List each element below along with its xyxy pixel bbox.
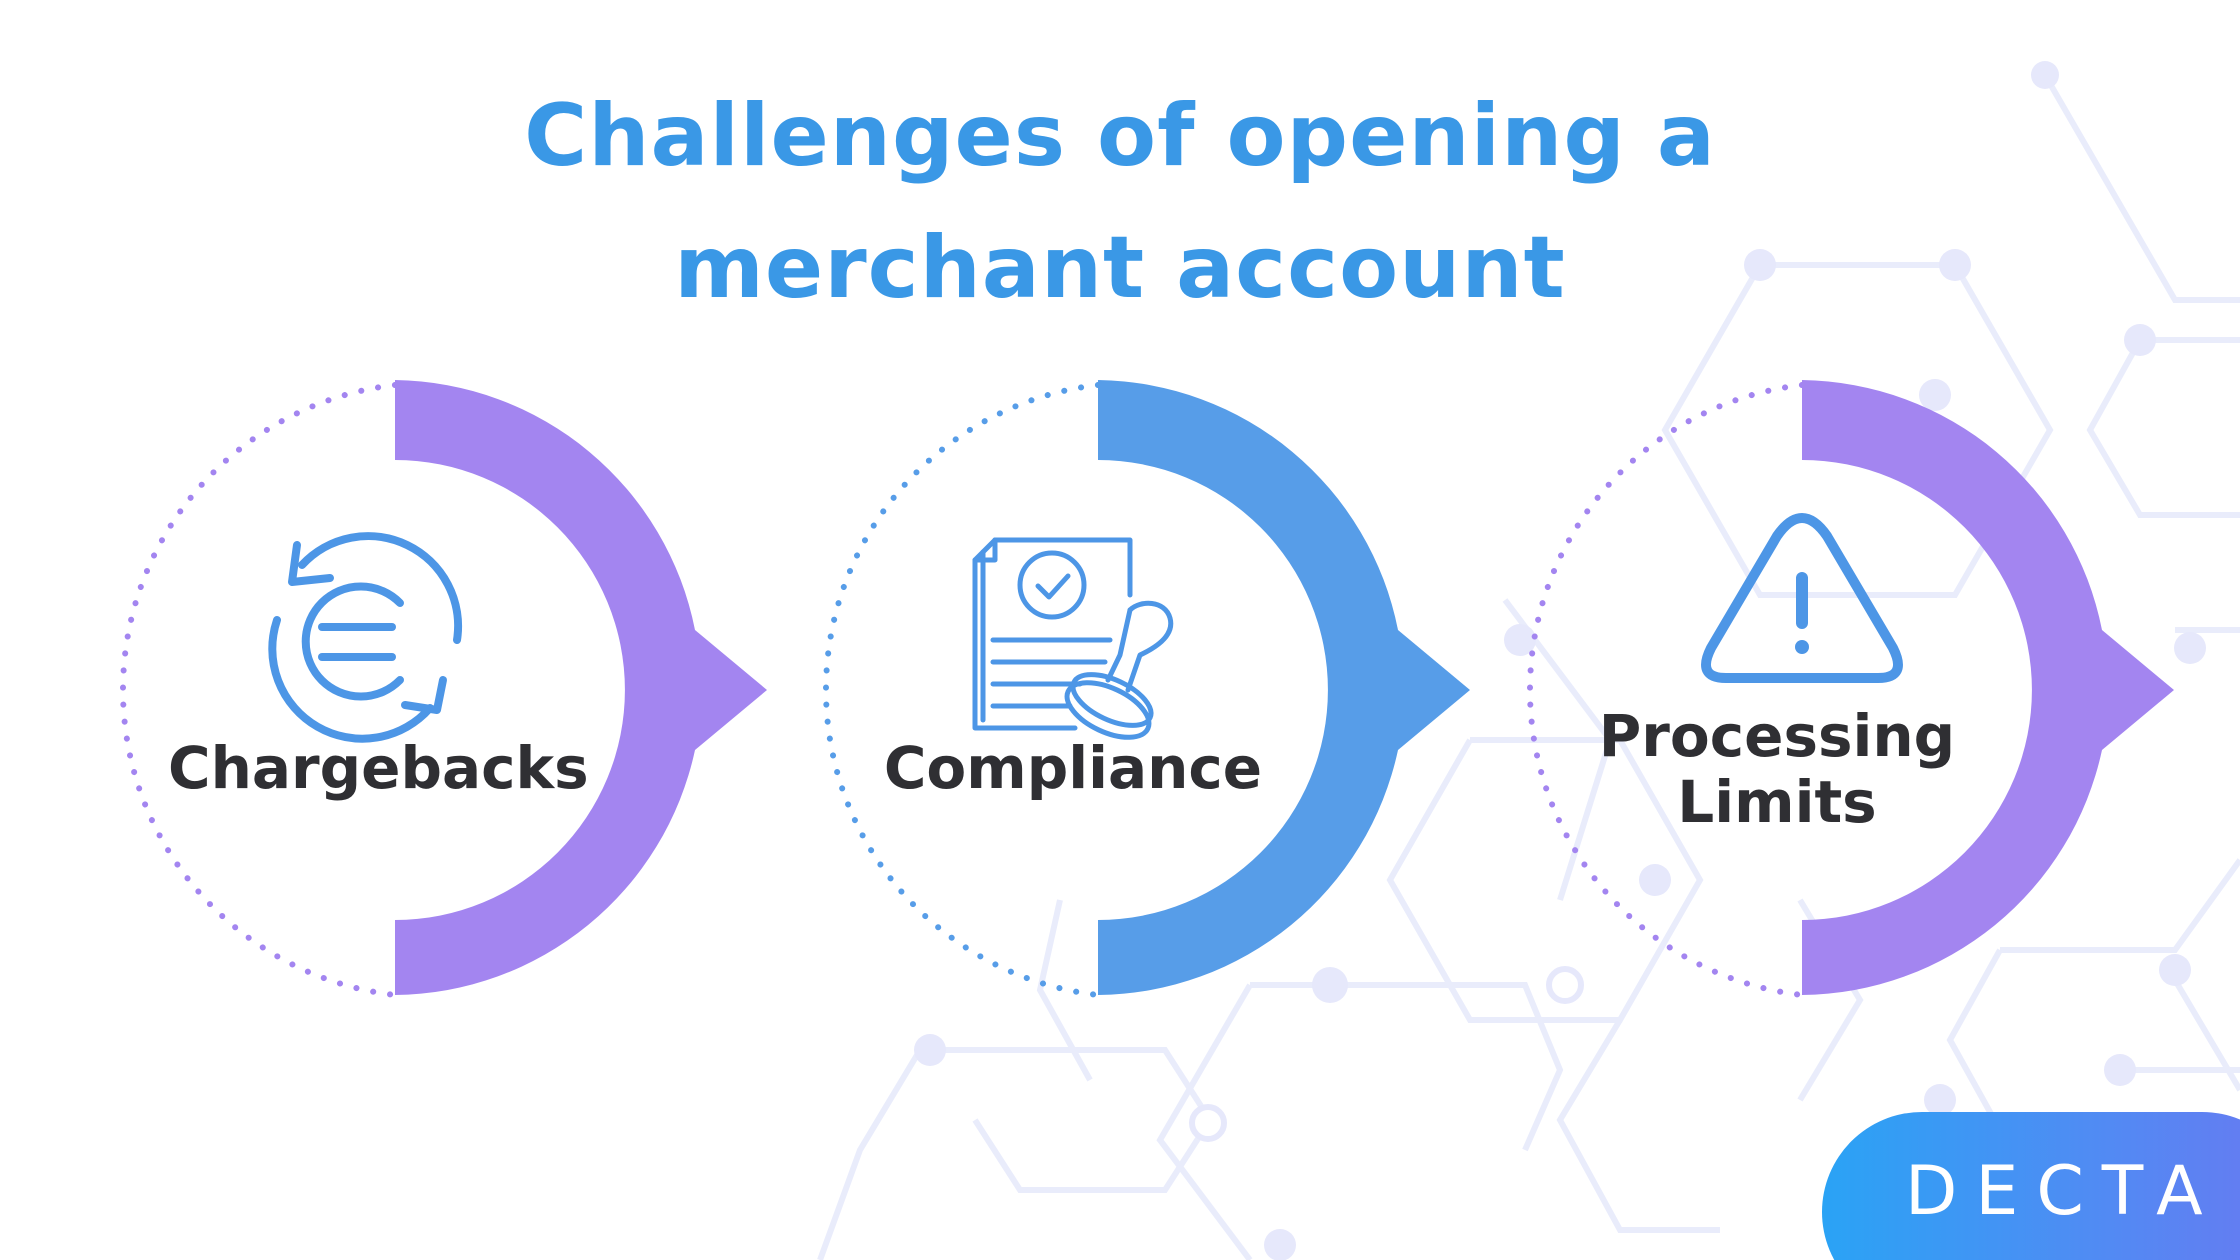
step-1-label-text: Chargebacks [168, 734, 589, 802]
step-3-label-line-2: Limits [1677, 768, 1877, 836]
brand-logo: DECTA [1905, 1152, 2221, 1231]
step-3-dotted-arc [1526, 382, 1805, 998]
step-1-label: Chargebacks [168, 734, 589, 802]
step-2-label: Compliance [873, 735, 1273, 801]
title-line-1: Challenges of opening a [524, 86, 1716, 186]
warning-triangle-icon [1701, 513, 1903, 683]
logo-badge [1822, 1112, 2240, 1260]
euro-refresh-icon [268, 532, 463, 743]
step-2-node [822, 380, 1470, 998]
step-1-dotted-arc [119, 382, 398, 998]
title-line-2: merchant account [674, 218, 1566, 318]
document-stamp-icon [972, 537, 1174, 740]
step-2-arrow-ring [1098, 380, 1470, 995]
step-2-label-text: Compliance [883, 734, 1263, 802]
step-3-label-line-1: Processing [1598, 702, 1956, 770]
step-1-arrow-ring [395, 380, 767, 995]
step-3-arrow-ring [1802, 380, 2174, 995]
step-3-node [1526, 380, 2174, 998]
step-2-dotted-arc [822, 382, 1101, 998]
step-3-label: Processing Limits [1577, 703, 1977, 835]
step-1-node [119, 380, 767, 998]
page-title: Challenges of opening a merchant account [0, 70, 2240, 334]
